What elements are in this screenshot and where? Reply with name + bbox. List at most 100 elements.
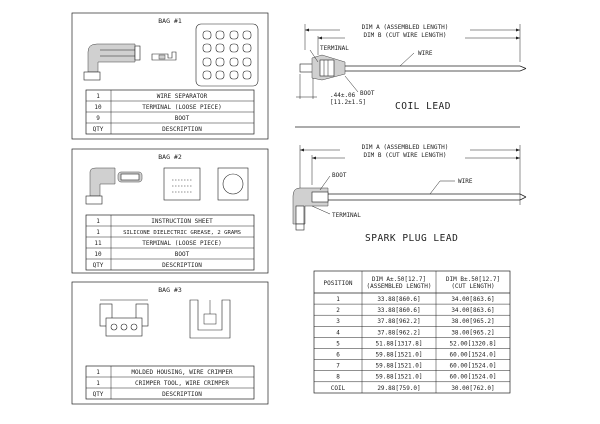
separator-slot [215,70,225,80]
bag3-header-desc: DESCRIPTION [162,391,202,398]
bag3-row1-qty: 1 [96,369,100,376]
bag1-parts-table: 1 WIRE SEPARATOR 10 TERMINAL (LOOSE PIEC… [85,89,255,135]
bag1-boot-drawing [83,43,141,81]
separator-slot [215,57,225,67]
dim-b-cell: 30.00[762.0] [451,385,494,392]
bag2-row1-desc: INSTRUCTION SHEET [151,218,213,225]
bag1-header-desc: DESCRIPTION [162,126,202,133]
position-cell: 5 [336,340,340,347]
spark-terminal-label: TERMINAL [332,212,361,219]
dim-b-cell: 60.00[1524.0] [450,363,497,370]
bag1-row3-desc: BOOT [175,115,190,122]
separator-slot [202,70,212,80]
bag2-row2-qty: 1 [96,229,100,236]
separator-slot [215,30,225,40]
bag2-row3-qty: 11 [94,240,102,247]
position-cell: 2 [336,307,340,314]
bag2-parts-table: 1 INSTRUCTION SHEET 1 SILICONE DIELECTRI… [85,214,255,271]
header-position: POSITION [324,280,353,287]
dim-b-cell: 38.00[965.2] [451,318,494,325]
coil-dim-b-label: DIM B (CUT WIRE LENGTH) [363,32,446,39]
coil-wire-label: WIRE [418,50,433,57]
spark-boot-label: BOOT [332,172,347,179]
separator-slot [242,30,252,40]
bag1-row1-qty: 1 [96,93,100,100]
dim-b-cell: 60.00[1524.0] [450,374,497,381]
spark-wire-label: WIRE [458,178,473,185]
header-dim-a-sub: (ASSEMBLED LENGTH) [366,283,431,290]
bag3-row2-desc: CRIMPER TOOL, WIRE CRIMPER [135,380,229,387]
dim-a-cell: 37.88[962.2] [377,329,420,336]
lead-length-table: POSITION DIM A±.50[12.7] (ASSEMBLED LENG… [313,270,511,394]
bag1-separator-drawing [195,23,259,87]
bag2-title: BAG #2 [158,153,182,161]
bag2-row4-qty: 10 [94,251,102,258]
bag2-row2-desc: SILICONE DIELECTRIC GREASE, 2 GRAMS [123,230,241,236]
position-cell: 1 [336,296,340,303]
bag3-frame [71,281,269,405]
dim-b-cell: 34.00[863.6] [451,307,494,314]
bag2-panel: BAG #2 1 INSTRUCTION SHEET 1 [71,148,269,274]
bag3-header-qty: QTY [93,391,104,398]
dim-a-cell: 37.88[962.2] [377,318,420,325]
separator-slot [229,43,239,53]
dim-a-cell: 33.88[860.6] [377,296,420,303]
dim-a-cell: 59.88[1521.0] [376,374,423,381]
position-cell: 6 [336,352,340,359]
bag2-boot-drawing [85,167,143,205]
position-cell: 4 [336,329,340,336]
dim-a-cell: 29.88[759.0] [377,385,420,392]
bag1-frame [71,12,269,140]
bag1-terminal-drawing [151,51,177,61]
bag1-title: BAG #1 [158,17,182,25]
bag1-row2-qty: 10 [94,104,102,111]
bag2-row3-desc: TERMINAL (LOOSE PIECE) [142,240,221,247]
header-dim-b: DIM B±.50[12.7] [446,276,500,283]
spark-dim-a-label: DIM A (ASSEMBLED LENGTH) [362,144,449,151]
dim-b-cell: 60.00[1524.0] [450,352,497,359]
coil-dim-small-metric: [11.2±1.5] [330,99,366,106]
bag2-header-qty: QTY [93,262,104,269]
coil-dim-a-label: DIM A (ASSEMBLED LENGTH) [362,24,449,31]
separator-slot [229,30,239,40]
header-dim-b-sub: (CUT LENGTH) [451,283,494,290]
bag2-instruction-sheet [217,167,249,201]
separator-slot [242,57,252,67]
bag3-row1-desc: MOLDED HOUSING, WIRE CRIMPER [131,369,233,376]
coil-lead-drawing: DIM A (ASSEMBLED LENGTH) DIM B (CUT WIRE… [295,24,527,128]
coil-boot-label: BOOT [360,90,375,97]
header-dim-a: DIM A±.50[12.7] [372,276,426,283]
dim-a-cell: 33.88[860.6] [377,307,420,314]
position-cell: COIL [331,385,346,392]
spark-plug-lead-drawing: DIM A (ASSEMBLED LENGTH) DIM B (CUT WIRE… [292,144,527,244]
separator-slot [215,43,225,53]
dim-b-cell: 38.00[965.2] [451,329,494,336]
bag1-header-qty: QTY [93,126,104,133]
position-cell: 7 [336,363,340,370]
separator-slot [229,57,239,67]
bag3-housing-drawing [99,299,149,337]
coil-lead-title: COIL LEAD [395,101,451,112]
dim-b-cell: 52.00[1320.8] [450,340,497,347]
coil-terminal-label: TERMINAL [320,45,349,52]
dim-b-cell: 34.00[863.6] [451,296,494,303]
bag2-header-desc: DESCRIPTION [162,262,202,269]
dim-a-cell: 59.88[1521.0] [376,363,423,370]
spark-dim-b-label: DIM B (CUT WIRE LENGTH) [363,152,446,159]
bag1-panel: BAG #1 1 WIRE SEPARATOR 10 [71,12,269,140]
separator-slot [229,70,239,80]
bag3-row2-qty: 1 [96,380,100,387]
separator-slot [242,43,252,53]
bag3-parts-table: 1 MOLDED HOUSING, WIRE CRIMPER 1 CRIMPER… [85,365,255,400]
separator-slot [202,57,212,67]
bag2-row1-qty: 1 [96,218,100,225]
bag2-frame [71,148,269,274]
dim-a-cell: 51.88[1317.8] [376,340,423,347]
bag2-row4-desc: BOOT [175,251,190,258]
spark-plug-lead-title: SPARK PLUG LEAD [365,233,458,244]
bag3-title: BAG #3 [158,286,182,294]
dim-a-cell: 59.88[1521.0] [376,352,423,359]
bag1-row3-qty: 9 [96,115,100,122]
bag2-grease-packet [163,167,201,201]
